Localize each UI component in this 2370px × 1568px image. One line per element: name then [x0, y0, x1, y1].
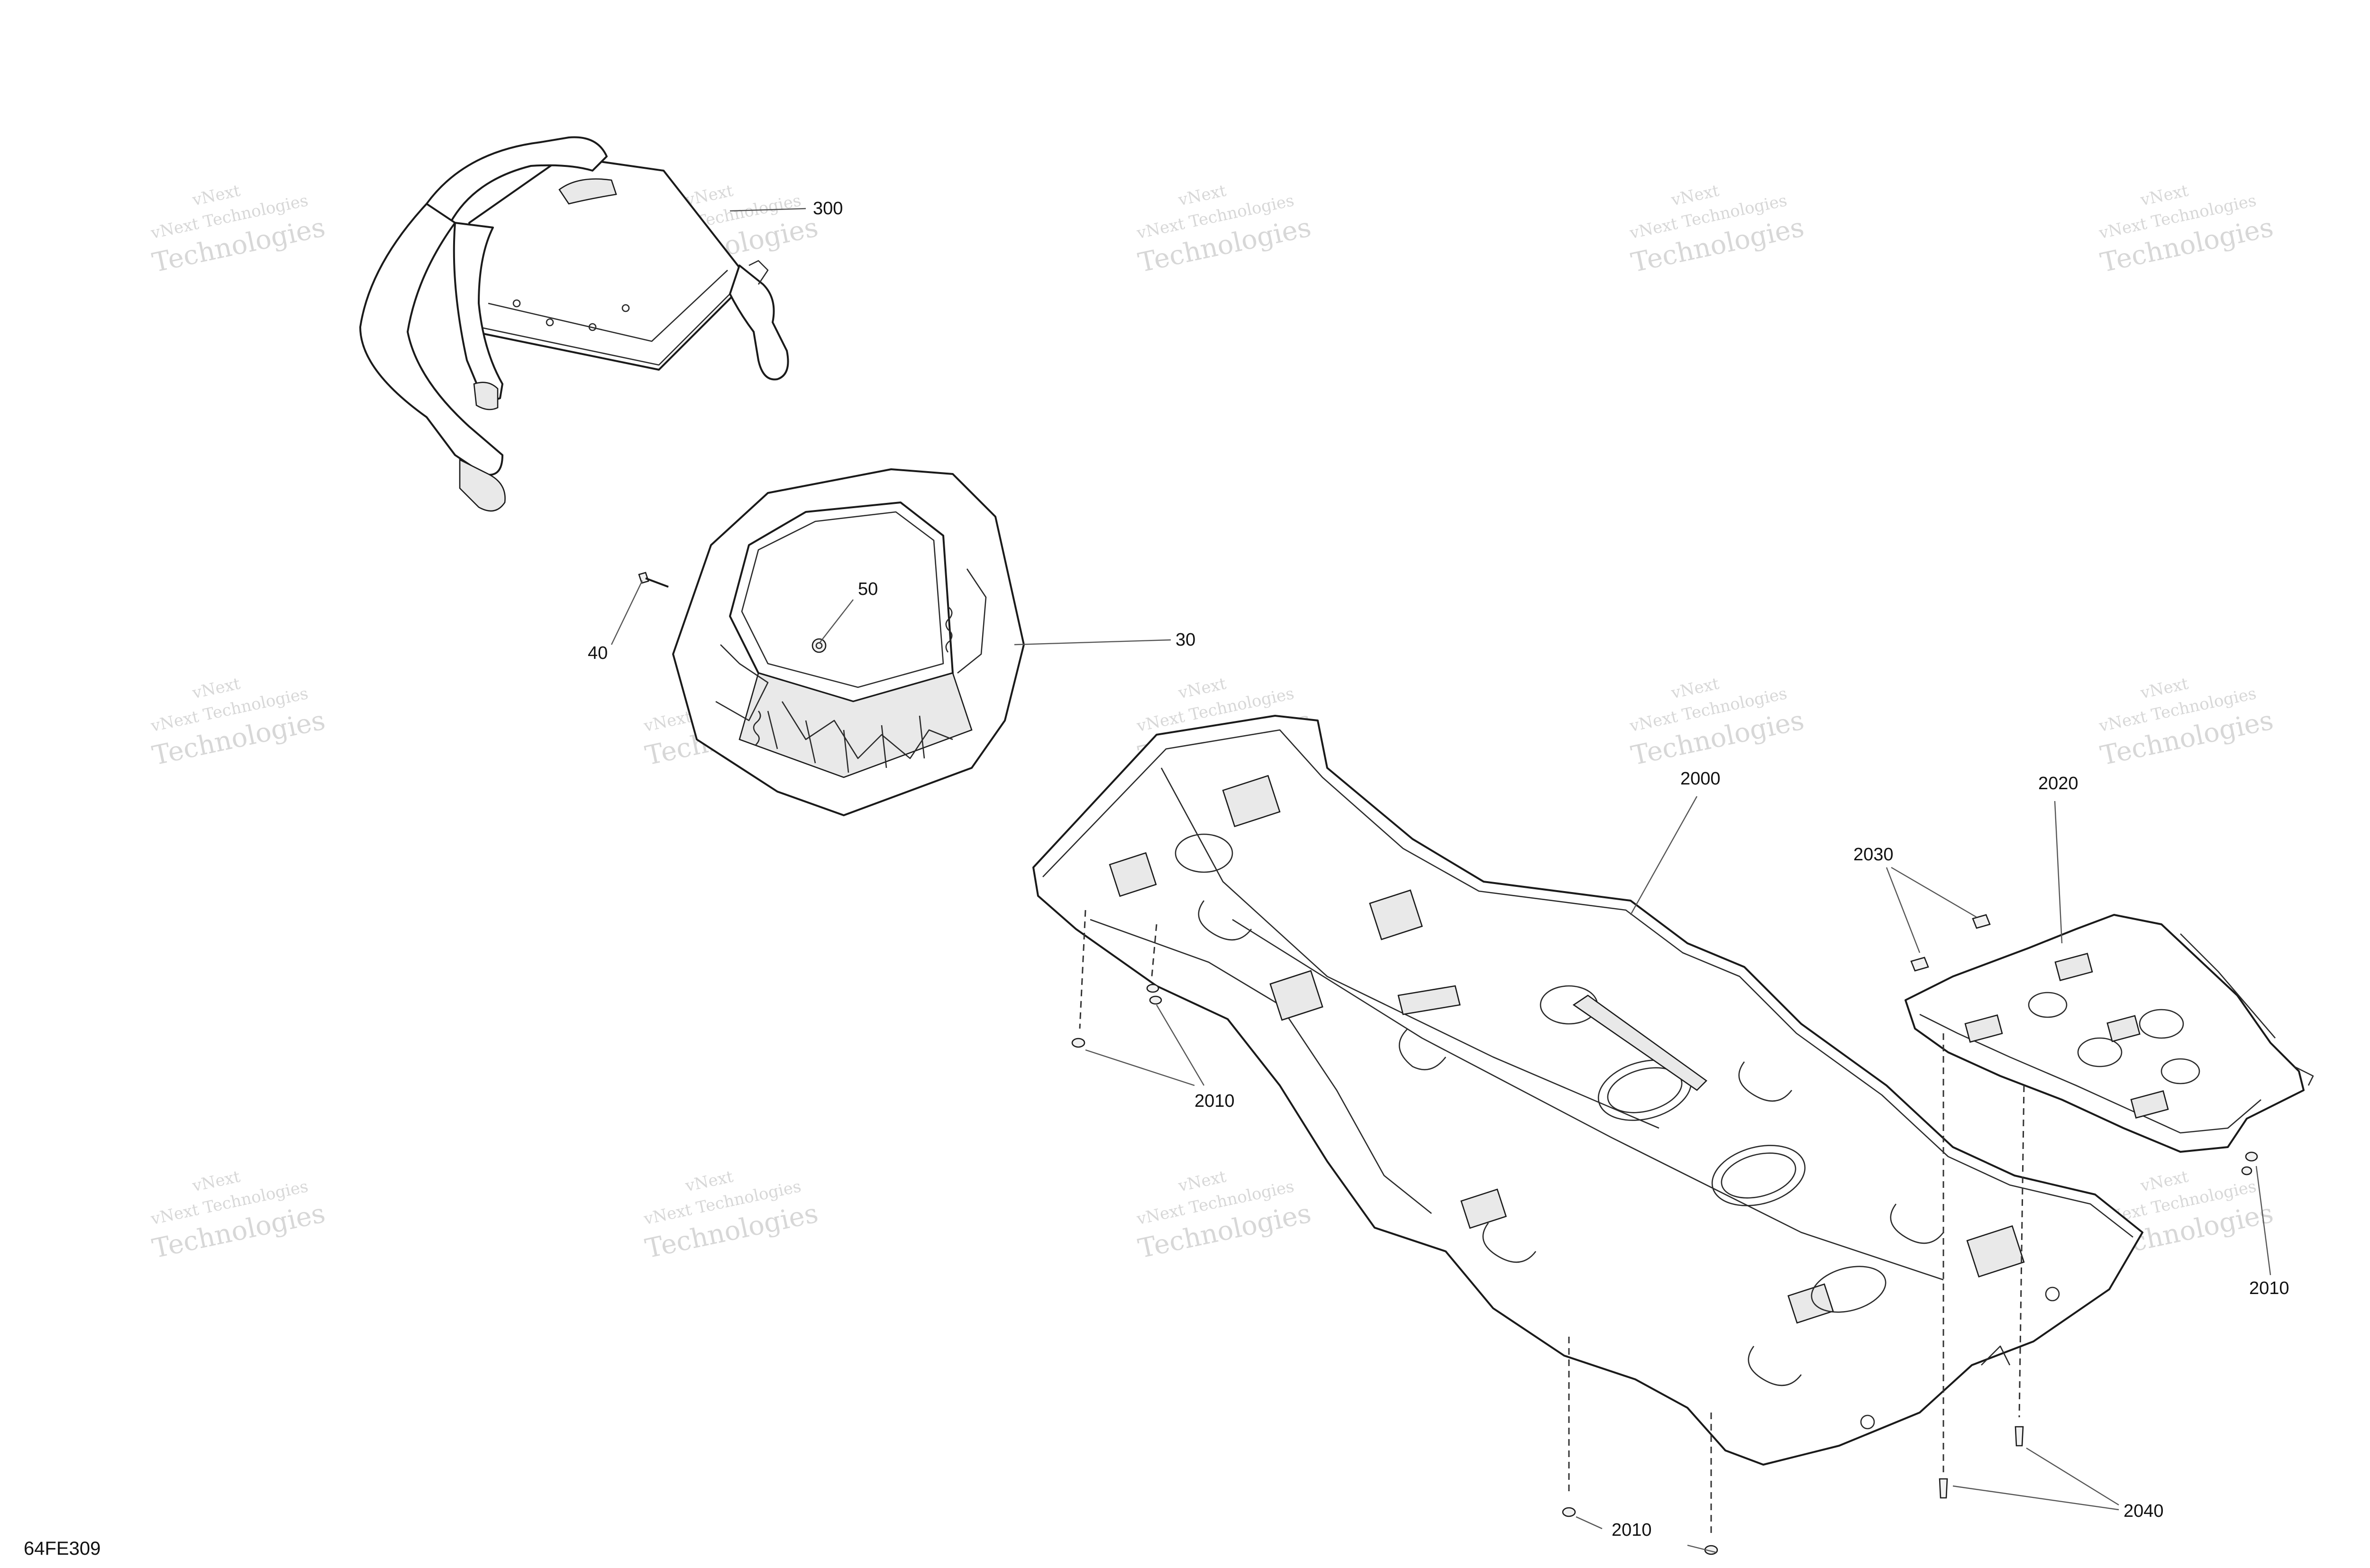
part-30-front-fascia: [672, 468, 1025, 816]
rivet-2010-a: [1071, 1038, 1085, 1048]
watermark: vNext vNext Technologies Technologies: [2097, 674, 2276, 772]
watermark: vNext vNext Technologies Technologies: [2097, 181, 2276, 279]
callout-2000: 2000: [1680, 769, 1721, 789]
svg-text:vNext: vNext: [2138, 181, 2190, 210]
bolt-2040-a: [1939, 1478, 1948, 1499]
callout-2010-left: 2010: [1194, 1091, 1235, 1111]
svg-text:vNext: vNext: [2138, 1167, 2190, 1196]
callout-50: 50: [858, 579, 878, 599]
watermark: vNext vNext Technologies Technologies: [1135, 1167, 1314, 1265]
part-2000-main-skid-plate: [1032, 715, 2143, 1466]
svg-text:vNext: vNext: [1669, 181, 1721, 210]
screw-40: [638, 572, 669, 588]
callout-labels: 300 50 40 30 2000 2020 2030 2010 2010 20…: [588, 199, 2289, 1540]
clip-2030-a: [1910, 957, 1929, 972]
callout-2020: 2020: [2038, 774, 2078, 793]
watermark: vNext vNext Technologies Technologies: [1628, 674, 1807, 772]
svg-text:vNext: vNext: [2138, 674, 2190, 703]
svg-text:vNext: vNext: [1176, 674, 1228, 703]
svg-text:vNext: vNext: [1669, 674, 1721, 703]
leader-lines: [611, 208, 2271, 1553]
callout-2010-bottom: 2010: [1612, 1520, 1652, 1540]
svg-text:vNext: vNext: [190, 674, 242, 703]
rivet-2010-c: [1149, 995, 1162, 1005]
watermark: vNext vNext Technologies Technologies: [149, 674, 328, 772]
callout-2040: 2040: [2124, 1501, 2164, 1521]
part-300-front-bumper: [359, 136, 789, 512]
callout-30: 30: [1176, 630, 1195, 650]
rivet-2010-d: [1562, 1507, 1576, 1517]
callout-40: 40: [588, 643, 608, 663]
svg-text:vNext: vNext: [190, 181, 242, 210]
watermark: vNext vNext Technologies Technologies: [149, 181, 328, 279]
svg-text:vNext: vNext: [683, 1167, 735, 1196]
rivet-2010-f: [2245, 1151, 2258, 1162]
svg-text:vNext: vNext: [1176, 181, 1228, 210]
bolt-2040-b: [2014, 1426, 2024, 1447]
rivet-2010-b: [1146, 984, 1159, 993]
watermark: vNext vNext Technologies Technologies: [1628, 181, 1807, 279]
watermark: vNext vNext Technologies Technologies: [1135, 181, 1314, 279]
nut-50: [811, 638, 827, 653]
clip-2030-b: [1972, 914, 1991, 929]
svg-text:vNext: vNext: [1176, 1167, 1228, 1196]
drawing-reference: 64FE309: [24, 1538, 100, 1559]
part-2020-rear-skid-plate: [1905, 914, 2314, 1153]
callout-2030: 2030: [1853, 845, 1894, 865]
svg-text:vNext: vNext: [190, 1167, 242, 1196]
watermark: vNext vNext Technologies Technologies: [149, 1167, 328, 1265]
fastener-group: [1071, 910, 2258, 1555]
callout-2010-right: 2010: [2249, 1278, 2289, 1298]
callout-300: 300: [813, 199, 843, 219]
watermark: vNext vNext Technologies Technologies: [642, 1167, 821, 1265]
